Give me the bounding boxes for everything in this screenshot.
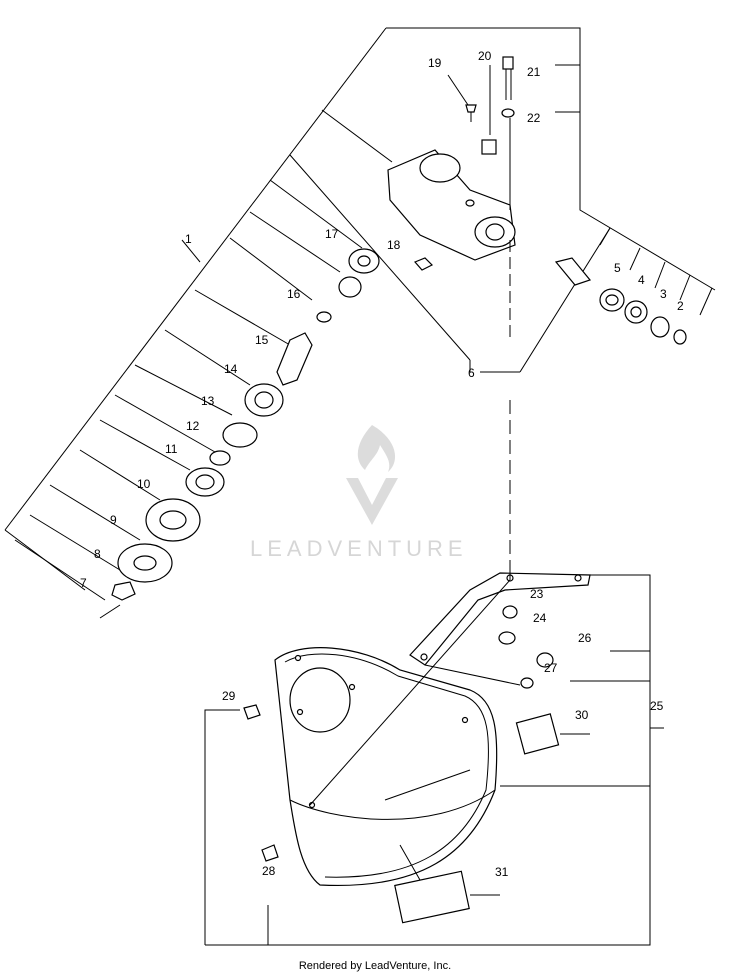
callout-11: 11 xyxy=(165,442,178,456)
callout-9: 9 xyxy=(110,513,117,527)
callout-22: 22 xyxy=(527,111,541,125)
callout-7: 7 xyxy=(80,576,87,590)
callout-8: 8 xyxy=(94,547,101,561)
watermark-flame-icon xyxy=(357,425,396,472)
callout-10: 10 xyxy=(137,477,151,491)
callout-12: 12 xyxy=(186,419,200,433)
callout-3: 3 xyxy=(660,287,667,301)
guard-fasteners xyxy=(243,605,554,862)
callout-18: 18 xyxy=(387,238,401,252)
part-31-label xyxy=(394,870,470,924)
watermark-text: LEADVENTURE xyxy=(250,536,468,561)
callouts: 1 2 3 4 5 6 7 8 9 10 11 12 13 14 15 16 1… xyxy=(80,49,684,879)
callout-16: 16 xyxy=(287,287,301,301)
callout-1: 1 xyxy=(185,232,192,246)
guard-bracket xyxy=(409,572,591,666)
grass-guard xyxy=(274,647,498,887)
callout-23: 23 xyxy=(530,587,544,601)
callout-26: 26 xyxy=(578,631,592,645)
callout-2: 2 xyxy=(677,299,684,313)
main-bracket-lines xyxy=(4,27,716,601)
watermark-v-icon xyxy=(346,478,398,525)
callout-19: 19 xyxy=(428,56,442,70)
callout-5: 5 xyxy=(614,261,621,275)
top-fasteners xyxy=(447,56,515,340)
part-30-label xyxy=(515,713,560,755)
callout-21: 21 xyxy=(527,65,541,79)
callout-24: 24 xyxy=(533,611,547,625)
footer-credit: Rendered by LeadVenture, Inc. xyxy=(298,960,452,972)
shaft-parts xyxy=(99,248,380,619)
callout-17: 17 xyxy=(325,227,339,241)
watermark: LEADVENTURE xyxy=(250,425,468,561)
callout-15: 15 xyxy=(255,333,269,347)
callout-28: 28 xyxy=(262,864,276,878)
right-side-parts xyxy=(554,257,687,345)
gearhead-housing xyxy=(387,149,516,261)
callout-6: 6 xyxy=(468,366,475,380)
callout-27: 27 xyxy=(544,661,558,675)
callout-14: 14 xyxy=(224,362,238,376)
callout-20: 20 xyxy=(478,49,492,63)
part-18-shim xyxy=(413,257,434,271)
callout-13: 13 xyxy=(201,394,215,408)
callout-25: 25 xyxy=(650,699,664,713)
callout-30: 30 xyxy=(575,708,589,722)
guard-assembly-bracket xyxy=(204,570,664,946)
callout-31: 31 xyxy=(495,865,509,879)
callout-4: 4 xyxy=(638,273,645,287)
callout-29: 29 xyxy=(222,689,236,703)
